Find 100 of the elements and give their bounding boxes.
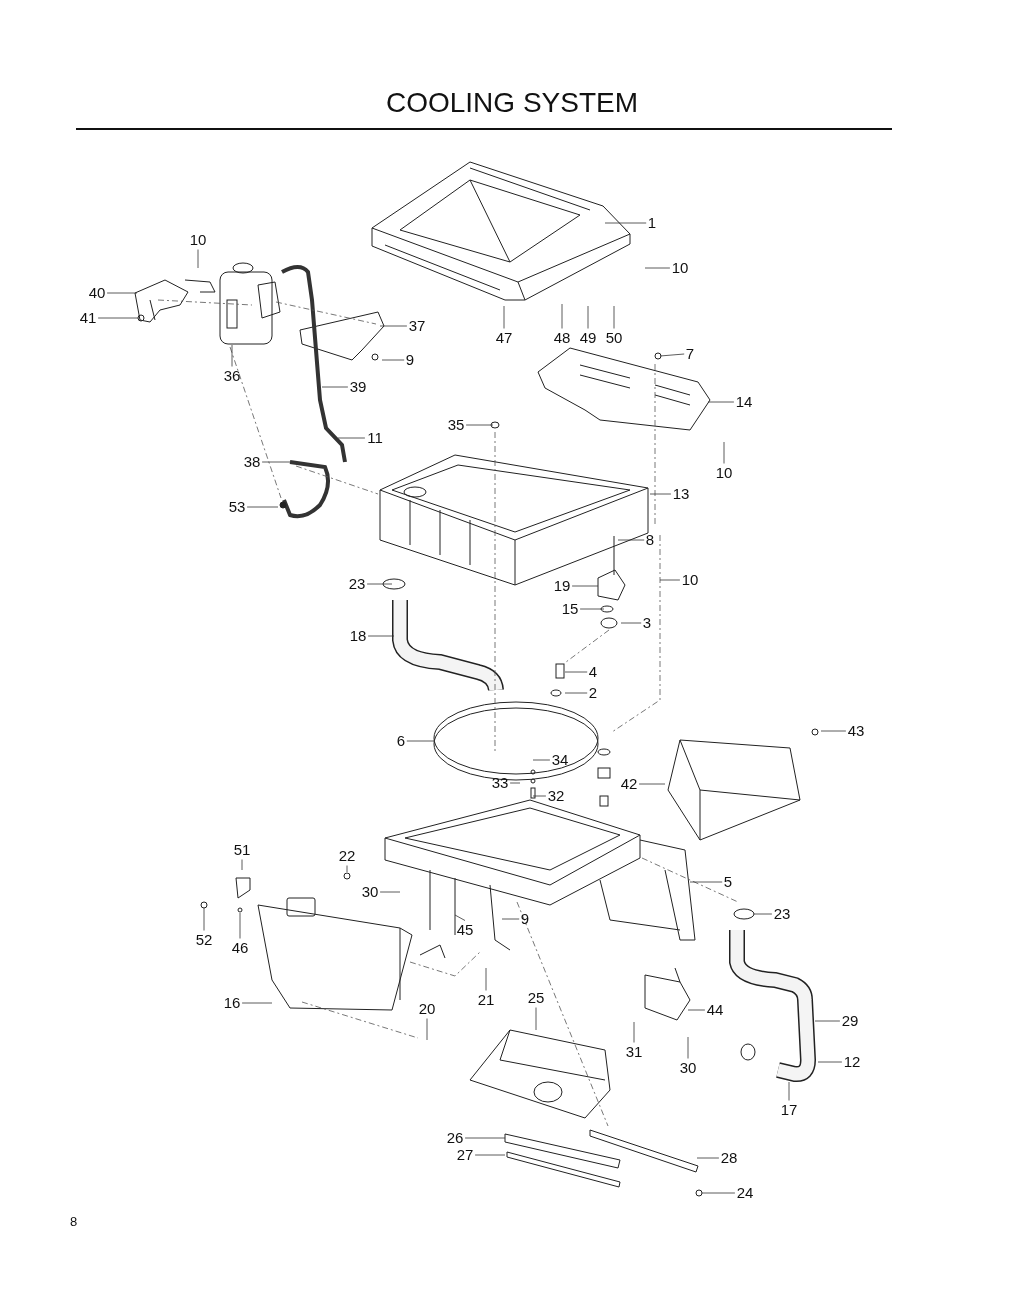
leader-line — [337, 437, 366, 439]
callout-number: 30 — [679, 1059, 697, 1077]
callout-number: 42 — [620, 775, 638, 793]
callout-number: 32 — [547, 787, 565, 805]
callout-number: 9 — [520, 910, 530, 928]
leader-line — [535, 1007, 537, 1031]
callout-number: 7 — [685, 345, 695, 363]
callout-number: 34 — [551, 751, 569, 769]
callout-number: 6 — [396, 732, 406, 750]
leader-line — [723, 441, 725, 464]
leader-line — [659, 579, 681, 581]
leader-line — [241, 859, 243, 871]
callout-number: 8 — [645, 531, 655, 549]
leader-line — [696, 1157, 720, 1159]
callout-number: 40 — [88, 284, 106, 302]
callout-number: 31 — [625, 1043, 643, 1061]
callout-number: 10 — [715, 464, 733, 482]
callout-number: 10 — [189, 231, 207, 249]
callout-number: 20 — [418, 1000, 436, 1018]
callout-number: 29 — [841, 1012, 859, 1030]
leader-line — [366, 583, 393, 585]
leader-line — [261, 461, 291, 463]
leader-line — [501, 918, 520, 920]
callout-number: 50 — [605, 329, 623, 347]
leader-line — [379, 325, 408, 327]
callout-number: 39 — [349, 378, 367, 396]
leader-line — [106, 292, 138, 294]
callout-number: 10 — [681, 571, 699, 589]
callout-number: 37 — [408, 317, 426, 335]
leader-line — [564, 671, 588, 673]
leader-line — [633, 1021, 635, 1043]
callout-number: 11 — [367, 429, 383, 447]
callout-number: 25 — [527, 989, 545, 1007]
leader-line — [464, 1137, 506, 1139]
leader-line — [707, 401, 735, 403]
callout-number: 52 — [195, 931, 213, 949]
leader-line — [753, 913, 773, 915]
leader-line — [644, 267, 671, 269]
leader-line — [701, 1192, 736, 1194]
leader-line — [689, 881, 723, 883]
leader-line — [203, 907, 205, 931]
leader-line — [638, 783, 666, 785]
callout-number: 24 — [736, 1184, 754, 1202]
leader-line — [426, 1018, 428, 1041]
callout-number: 27 — [456, 1146, 474, 1164]
callout-number: 48 — [553, 329, 571, 347]
leader-line — [474, 1154, 506, 1156]
leader-line — [649, 493, 672, 495]
callout-number: 46 — [231, 939, 249, 957]
leader-line — [617, 539, 645, 541]
callout-number: 18 — [349, 627, 367, 645]
callout-number: 30 — [361, 883, 379, 901]
leader-line — [97, 317, 139, 319]
callout-number: 10 — [671, 259, 689, 277]
leader-line — [509, 782, 521, 784]
leader-line — [571, 585, 599, 587]
callout-number: 15 — [561, 600, 579, 618]
callout-number: 1 — [647, 214, 657, 232]
callout-number: 19 — [553, 577, 571, 595]
callout-number: 49 — [579, 329, 597, 347]
page-number: 8 — [70, 1213, 78, 1231]
leader-line — [604, 222, 647, 224]
callout-number: 9 — [405, 351, 415, 369]
callout-number: 41 — [79, 309, 97, 327]
callout-number: 26 — [446, 1129, 464, 1147]
callout-number: 5 — [723, 873, 733, 891]
leader-line — [454, 914, 466, 921]
leader-line — [620, 622, 642, 624]
leader-line — [197, 249, 199, 269]
leader-line — [503, 305, 505, 329]
callout-number: 22 — [338, 847, 356, 865]
leader-line — [820, 730, 847, 732]
callout-number: 45 — [456, 921, 474, 939]
leader-line — [814, 1020, 841, 1022]
leader-line — [613, 305, 615, 329]
leader-line — [246, 506, 279, 508]
callout-number: 53 — [228, 498, 246, 516]
leader-line — [485, 967, 487, 991]
leader-line — [465, 424, 494, 426]
callout-number: 35 — [447, 416, 465, 434]
callout-number: 4 — [588, 663, 598, 681]
callout-number: 16 — [223, 994, 241, 1012]
callout-number: 14 — [735, 393, 753, 411]
leader-line — [564, 692, 588, 694]
callout-number: 43 — [847, 722, 865, 740]
callout-number: 28 — [720, 1149, 738, 1167]
callout-number: 51 — [233, 841, 251, 859]
callout-number: 44 — [706, 1001, 724, 1019]
leader-line — [579, 608, 605, 610]
callout-number: 12 — [843, 1053, 861, 1071]
callout-number: 17 — [780, 1101, 798, 1119]
leader-line — [346, 865, 348, 873]
leader-line — [561, 303, 563, 329]
leader-line — [241, 1002, 273, 1004]
leader-line — [532, 795, 547, 797]
callout-number: 38 — [243, 453, 261, 471]
leader-line — [532, 759, 551, 761]
callout-number: 3 — [642, 614, 652, 632]
callout-number: 36 — [223, 367, 241, 385]
callout-number: 21 — [477, 991, 495, 1009]
